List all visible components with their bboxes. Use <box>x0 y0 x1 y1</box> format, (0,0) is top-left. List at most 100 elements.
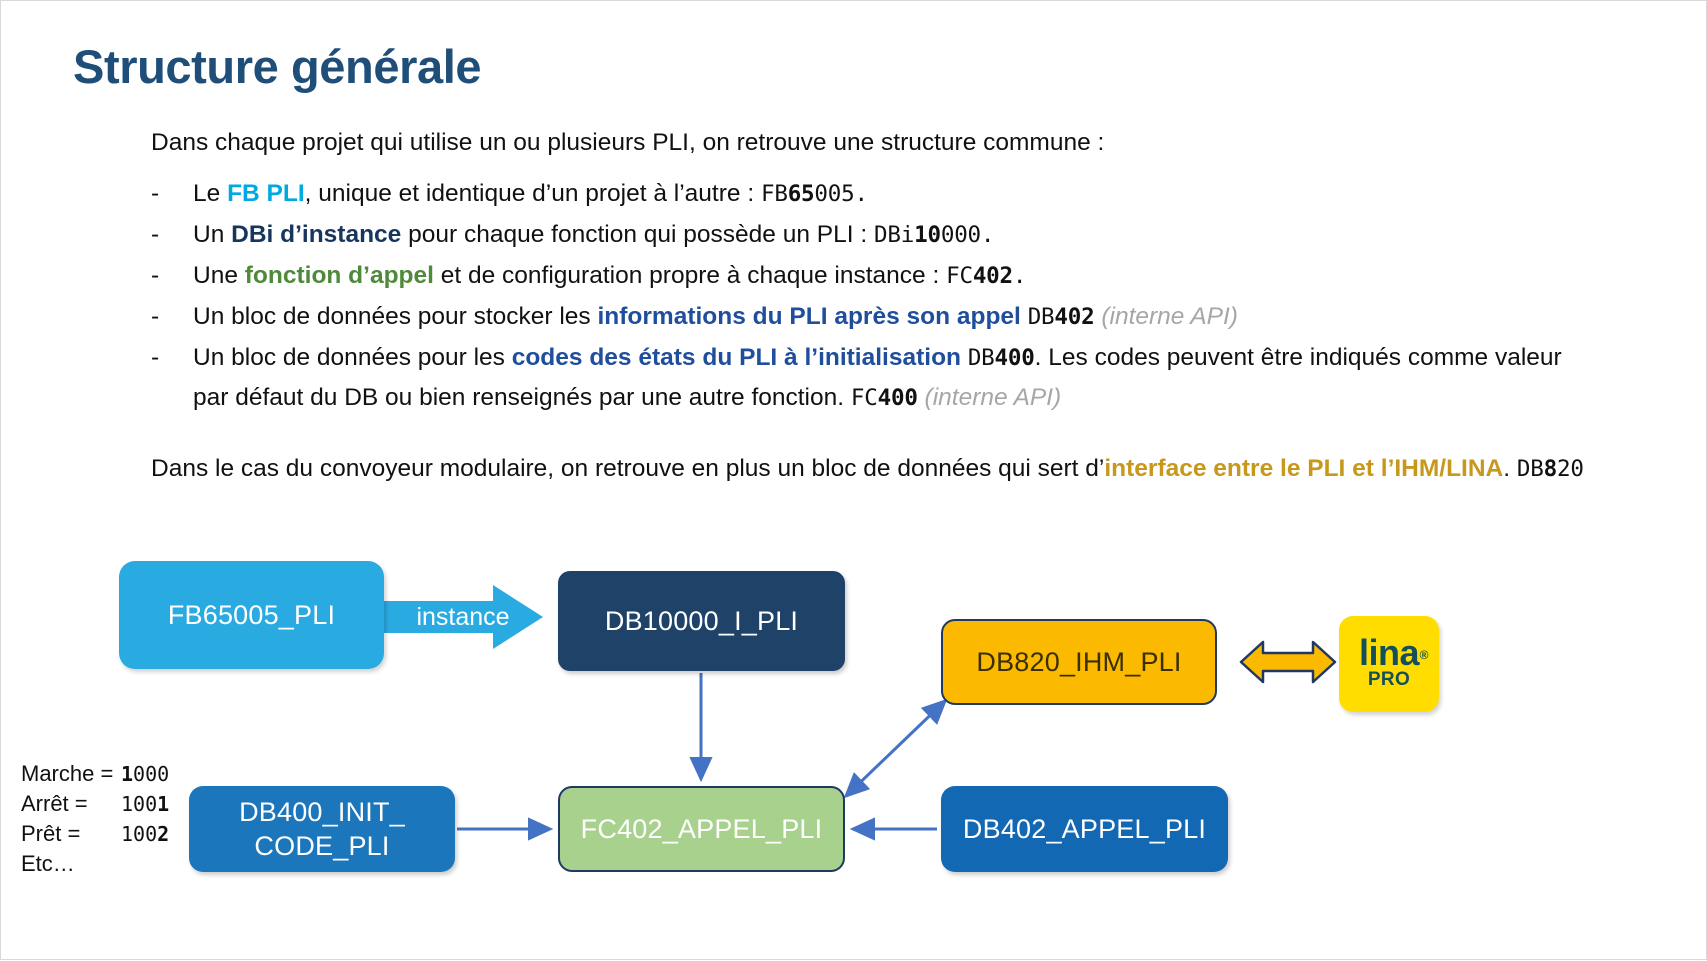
bullet-dash: - <box>151 303 160 330</box>
bullet-text-mid: , unique et identique d’un projet à l’au… <box>304 180 761 207</box>
edge-label-text: instance <box>416 602 510 631</box>
bullet-text-mid <box>1021 303 1028 330</box>
intro-paragraph: Dans chaque projet qui utilise un ou plu… <box>151 129 1105 156</box>
bullet-text-mid: pour chaque fonction qui possède un PLI … <box>401 221 874 248</box>
node-label: DB10000_I_PLI <box>604 606 799 636</box>
legend-value: 1001 <box>121 789 169 819</box>
bullet-dash: - <box>151 262 160 289</box>
code-ref: FB65005. <box>761 181 868 207</box>
code-suffix: 20 <box>1556 456 1584 482</box>
page-title: Structure générale <box>73 40 482 93</box>
bullet-dash: - <box>151 180 160 207</box>
block-structure-diagram: FB65005_PLI instance DB10000_I_PLI DB820… <box>1 541 1707 961</box>
code-suffix: . <box>1012 263 1027 289</box>
code-ref: FC402. <box>946 263 1026 289</box>
node-label: DB820_IHM_PLI <box>976 647 1182 677</box>
edge-label-instance: instance <box>401 599 525 635</box>
code-bold: 65 <box>787 181 815 207</box>
code-ref-2: FC400 <box>851 385 918 411</box>
node-label: DB402_APPEL_PLI <box>962 814 1207 844</box>
node-db402-appel-pli[interactable]: DB402_APPEL_PLI <box>941 786 1228 872</box>
code-ref: DB402 <box>1028 304 1095 330</box>
legend-row: Arrêt = 1001 <box>21 789 169 819</box>
bullet-text-mid <box>961 344 968 371</box>
code-prefix: DB <box>1516 456 1544 482</box>
list-item: - Un bloc de données pour stocker les inf… <box>151 297 1591 337</box>
bullet-accent: FB PLI <box>227 180 305 207</box>
api-note: (interne API) <box>924 384 1062 411</box>
code-bold: 400 <box>994 345 1035 371</box>
legend-row: Prêt = 1002 <box>21 819 169 849</box>
bullet-text-pre: Un bloc de données pour les <box>193 344 512 371</box>
bullet-text-pre: Un bloc de données pour stocker les <box>193 303 598 330</box>
code-prefix: FC <box>946 263 973 289</box>
api-note: (interne API) <box>1101 303 1238 330</box>
node-label-line1: DB400_INIT_ <box>239 797 405 827</box>
diagram-connectors <box>384 585 1337 841</box>
code-bold: 10 <box>914 222 941 248</box>
list-item: - Une fonction d’appel et de configuratio… <box>151 256 1591 296</box>
legend-row: Etc… <box>21 849 169 879</box>
closing-text-mid: . <box>1503 455 1517 482</box>
node-label-line2: CODE_PLI <box>254 831 390 861</box>
code-ref: DB400 <box>968 345 1035 371</box>
instance-block-arrow <box>384 585 543 649</box>
node-db820-ihm-pli[interactable]: DB820_IHM_PLI <box>941 619 1217 705</box>
code-bold: 402 <box>1054 304 1095 330</box>
bullet-text-pre: Un <box>193 221 232 248</box>
bullet-accent: fonction d’appel <box>244 262 434 289</box>
edge-db820-to-lina <box>1239 640 1337 684</box>
logo-word-text: lina <box>1358 632 1420 673</box>
list-item: - Un DBi d’instance pour chaque fonction … <box>151 215 1591 255</box>
edge-fc402-to-db820 <box>843 698 948 799</box>
logo-wordmark: lina® <box>1359 635 1429 671</box>
node-fc402-appel-pli[interactable]: FC402_APPEL_PLI <box>558 786 845 872</box>
legend-label: Marche = <box>21 761 114 786</box>
bullet-text-pre: Le <box>193 180 228 207</box>
legend-value-bold: 1 <box>157 792 170 816</box>
legend-row: Marche = 1000 <box>21 759 169 789</box>
bullet-accent: informations du PLI après son appel <box>597 303 1021 330</box>
list-item: - Un bloc de données pour les codes des é… <box>151 338 1591 418</box>
node-fb65005-pli[interactable]: FB65005_PLI <box>119 561 384 669</box>
registered-mark-icon: ® <box>1419 648 1429 662</box>
code2-bold: 400 <box>877 385 918 411</box>
legend-value-pre: 100 <box>121 792 158 816</box>
code-prefix: DB <box>1027 304 1055 330</box>
code-ref: DB820 <box>1517 456 1584 482</box>
legend-value: 1000 <box>121 759 169 789</box>
code-suffix: 005. <box>814 181 868 207</box>
state-code-legend: Marche = 1000 Arrêt = 1001 Prêt = 1002 E… <box>21 759 169 879</box>
bullet-text-tail: . Les codes peuvent être indiqués comme … <box>193 344 1562 411</box>
code-bold: 8 <box>1543 456 1558 482</box>
legend-label: Etc… <box>21 851 75 876</box>
closing-text-pre: Dans le cas du convoyeur modulaire, on r… <box>151 455 1105 482</box>
code2-prefix: FC <box>850 385 878 411</box>
legend-value-bold: 1 <box>121 762 134 786</box>
bullet-text-pre: Une <box>193 262 245 289</box>
node-label: FC402_APPEL_PLI <box>580 814 823 844</box>
bullet-accent: DBi d’instance <box>231 221 402 248</box>
closing-accent: interface entre le PLI et l’IHM/LINA <box>1104 455 1504 482</box>
bullet-dash: - <box>151 221 160 248</box>
bullet-dash: - <box>151 344 160 371</box>
legend-label: Arrêt = <box>21 791 88 816</box>
node-db400-init-code-pli[interactable]: DB400_INIT_ CODE_PLI <box>189 786 455 872</box>
bullet-text-mid: et de configuration propre à chaque inst… <box>433 262 947 289</box>
legend-value-pre: 100 <box>121 822 158 846</box>
bullet-accent: codes des états du PLI à l’initialisatio… <box>511 344 961 371</box>
node-label: FB65005_PLI <box>167 600 336 630</box>
node-db10000-i-pli[interactable]: DB10000_I_PLI <box>558 571 845 671</box>
code-prefix: DB <box>967 345 995 371</box>
legend-value-post: 000 <box>133 762 170 786</box>
list-item: - Le FB PLI, unique et identique d’un pro… <box>151 174 1591 214</box>
code-ref: DBi10000. <box>873 222 995 248</box>
closing-paragraph: Dans le cas du convoyeur modulaire, on r… <box>151 449 1591 489</box>
body-text-block: Dans chaque projet qui utilise un ou plu… <box>151 123 1591 489</box>
legend-value: 1002 <box>121 819 169 849</box>
code-bold: 402 <box>972 263 1013 289</box>
legend-label: Prêt = <box>21 821 81 846</box>
bullet-list: - Le FB PLI, unique et identique d’un pro… <box>151 174 1591 418</box>
code-prefix: DBi <box>873 222 915 248</box>
